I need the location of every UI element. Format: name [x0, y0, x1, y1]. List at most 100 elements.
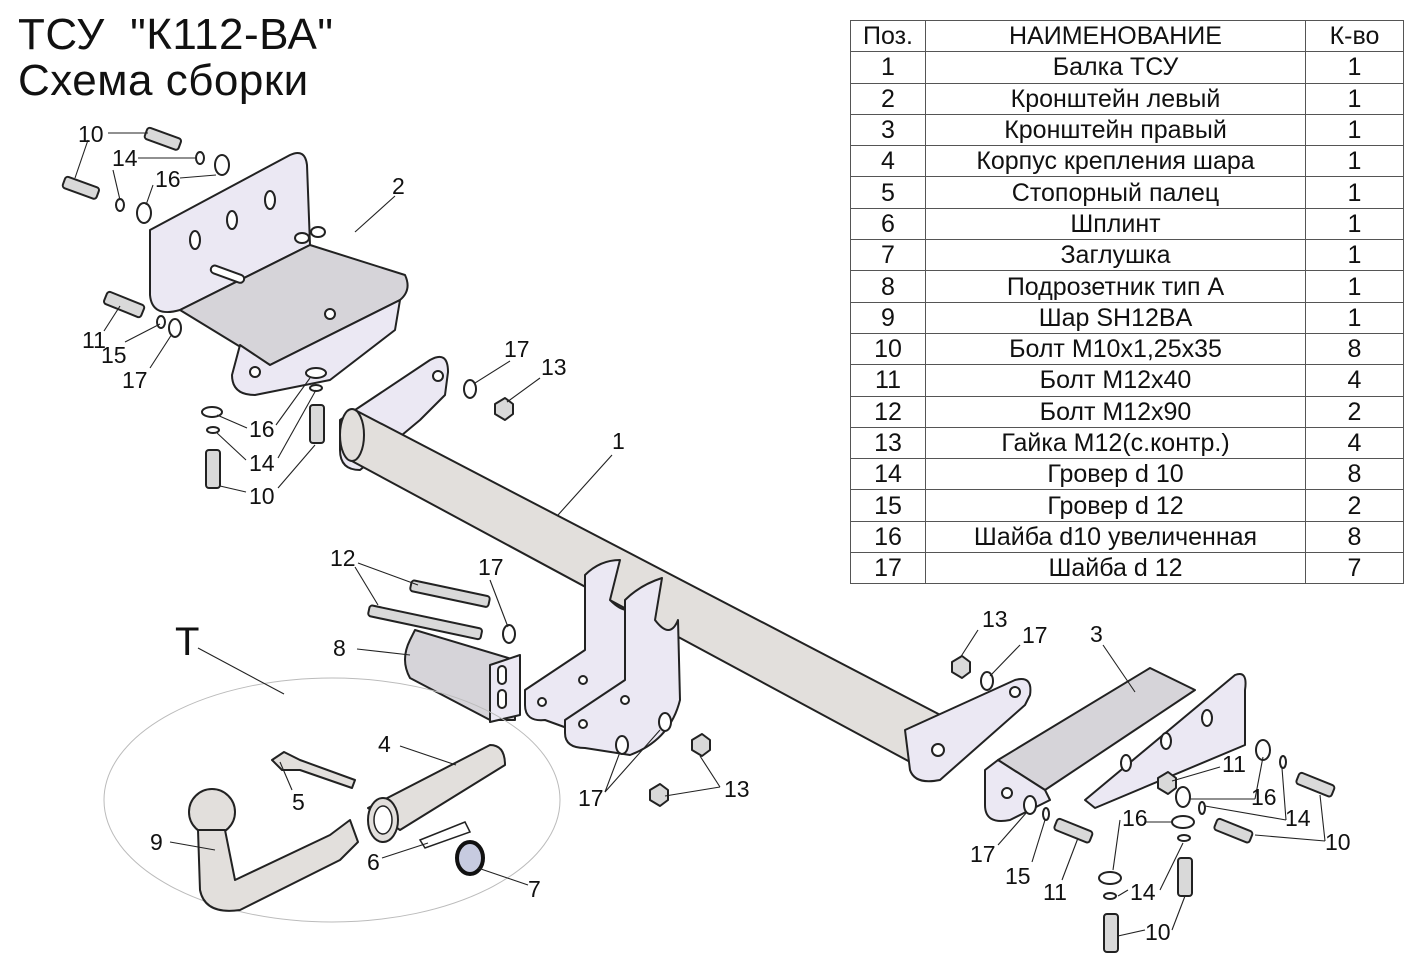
header-pos: Поз.: [850, 19, 926, 53]
socket-plate-part-8: [367, 579, 521, 723]
callout-14: 14: [1130, 879, 1156, 905]
cell-pos: 9: [850, 301, 926, 334]
cell-qty: 2: [1305, 395, 1404, 428]
callout-13: 13: [982, 606, 1008, 632]
cell-name: Заглушка: [925, 239, 1306, 272]
cell-name: Болт М12х90: [925, 395, 1306, 428]
callout-17: 17: [1022, 622, 1048, 648]
cell-pos: 6: [850, 207, 926, 241]
cell-pos: 2: [850, 82, 926, 115]
cell-pos: 11: [850, 364, 926, 397]
cell-pos: 7: [850, 239, 926, 272]
cell-qty: 4: [1305, 364, 1404, 397]
cell-qty: 8: [1305, 458, 1404, 491]
cell-pos: 12: [850, 395, 926, 428]
cell-qty: 1: [1305, 51, 1404, 84]
ball-assembly-group: [103, 677, 561, 923]
callout-17: 17: [122, 367, 148, 393]
cell-name: Кронштейн правый: [925, 113, 1306, 147]
cell-name: Шплинт: [925, 207, 1306, 241]
cell-qty: 1: [1305, 176, 1404, 209]
cell-name: Гровер d 10: [925, 458, 1306, 491]
callout-labels: 10 14 16 2 11 15 17 16 14 10 17 13 1 12 …: [78, 121, 1351, 945]
cell-pos: 1: [850, 51, 926, 84]
cell-qty: 8: [1305, 520, 1404, 554]
cell-name: Подрозетник тип А: [925, 270, 1306, 303]
cell-name: Болт М12х40: [925, 364, 1306, 397]
cell-name: Болт М10х1,25х35: [925, 332, 1306, 366]
callout-14: 14: [112, 145, 138, 171]
cell-qty: 1: [1305, 270, 1404, 303]
cell-pos: 8: [850, 270, 926, 303]
cell-qty: 1: [1305, 207, 1404, 241]
callout-1: 1: [612, 428, 625, 454]
cell-qty: 7: [1305, 552, 1404, 585]
cell-name: Гайка М12(с.контр.): [925, 426, 1306, 460]
cell-pos: 16: [850, 520, 926, 554]
center-brackets: [524, 559, 681, 756]
callout-2: 2: [392, 173, 405, 199]
callout-14: 14: [1285, 805, 1311, 831]
callout-10: 10: [249, 483, 275, 509]
callout-13: 13: [724, 776, 750, 802]
callout-16: 16: [1122, 805, 1148, 831]
callout-15: 15: [1005, 863, 1031, 889]
table-header-row: Поз. НАИМЕНОВАНИЕ К-во: [850, 19, 1404, 53]
cell-pos: 14: [850, 458, 926, 491]
cell-name: Гровер d 12: [925, 489, 1306, 522]
cell-qty: 1: [1305, 301, 1404, 334]
cell-pos: 10: [850, 332, 926, 366]
callout-5: 5: [292, 789, 305, 815]
callout-13: 13: [541, 354, 567, 380]
callout-7: 7: [528, 876, 541, 902]
right-bracket-part-3: [984, 667, 1247, 822]
callout-4: 4: [378, 731, 391, 757]
callout-17: 17: [578, 785, 604, 811]
cell-pos: 3: [850, 113, 926, 147]
callout-17: 17: [478, 554, 504, 580]
cell-pos: 4: [850, 145, 926, 178]
title-line-subtitle: Схема сборки: [18, 56, 309, 105]
callout-11: 11: [82, 327, 106, 353]
callout-17: 17: [504, 336, 530, 362]
cell-name: Шайба d 12: [925, 552, 1306, 585]
left-bracket-part-2: [149, 152, 409, 396]
callout-8: 8: [333, 635, 346, 661]
cell-name: Шайба d10 увеличенная: [925, 520, 1306, 554]
cell-pos: 17: [850, 552, 926, 585]
callout-11: 11: [1043, 879, 1067, 905]
header-qty: К-во: [1305, 19, 1404, 53]
callout-17: 17: [970, 841, 996, 867]
cell-qty: 8: [1305, 332, 1404, 366]
callout-12: 12: [330, 545, 356, 571]
page-title: ТСУ "К112-ВА" Схема сборки: [18, 12, 334, 104]
callout-10: 10: [1325, 829, 1351, 855]
cell-qty: 1: [1305, 82, 1404, 115]
cell-name: Стопорный палец: [925, 176, 1306, 209]
callout-10: 10: [1145, 919, 1171, 945]
cell-qty: 1: [1305, 239, 1404, 272]
cell-name: Шар SH12BA: [925, 301, 1306, 334]
cell-qty: 1: [1305, 113, 1404, 147]
callout-14: 14: [249, 450, 275, 476]
callout-11: 11: [1222, 751, 1246, 777]
callout-15: 15: [101, 342, 127, 368]
